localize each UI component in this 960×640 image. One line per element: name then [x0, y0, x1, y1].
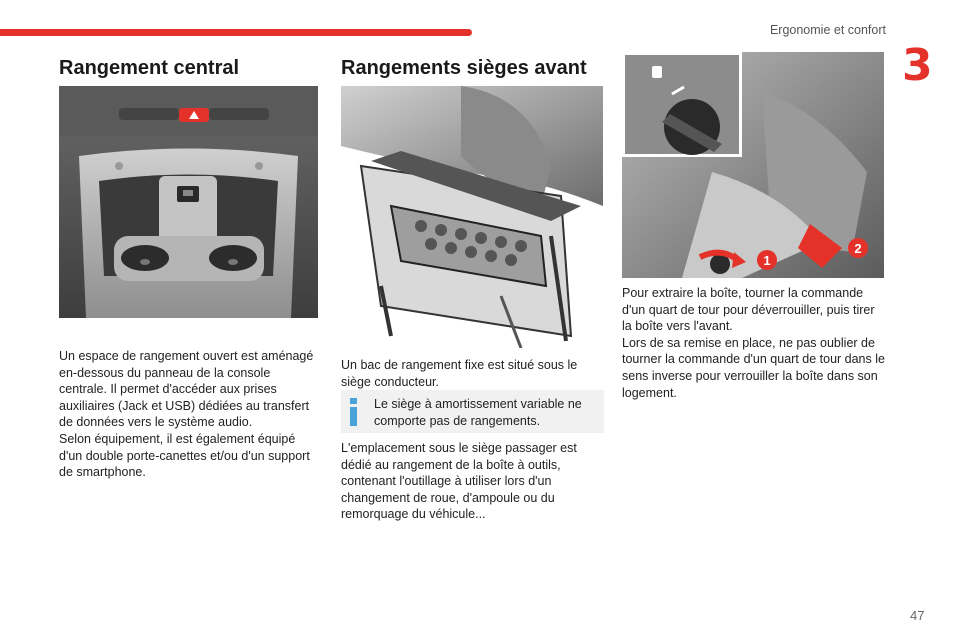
- callout-2: 2: [854, 241, 861, 256]
- column2-title: Rangements sièges avant: [341, 57, 587, 79]
- section-title: Ergonomie et confort: [769, 23, 886, 37]
- page-number: 47: [910, 608, 925, 623]
- column2-paragraph1: Un bac de rangement fixe est situé sous …: [341, 358, 578, 389]
- column2-paragraph2: L'emplacement sous le siège passager est…: [341, 441, 577, 522]
- central-storage-illustration: [59, 86, 318, 318]
- column1-title: Rangement central: [59, 57, 240, 79]
- toolbox-illustration: 1 2: [622, 52, 884, 278]
- info-icon: [347, 398, 361, 426]
- header-accent-bar: [0, 29, 472, 36]
- info-box: Le siège à amortissement variable ne com…: [341, 390, 604, 433]
- info-box-text: Le siège à amortissement variable ne com…: [374, 397, 582, 428]
- seat-storage-illustration: [341, 86, 603, 348]
- callout-1: 1: [763, 253, 770, 268]
- column1-paragraph: Un espace de rangement ouvert est aménag…: [59, 349, 314, 480]
- column3-paragraph: Pour extraire la boîte, tourner la comma…: [622, 286, 885, 400]
- chapter-number: 3: [902, 40, 933, 91]
